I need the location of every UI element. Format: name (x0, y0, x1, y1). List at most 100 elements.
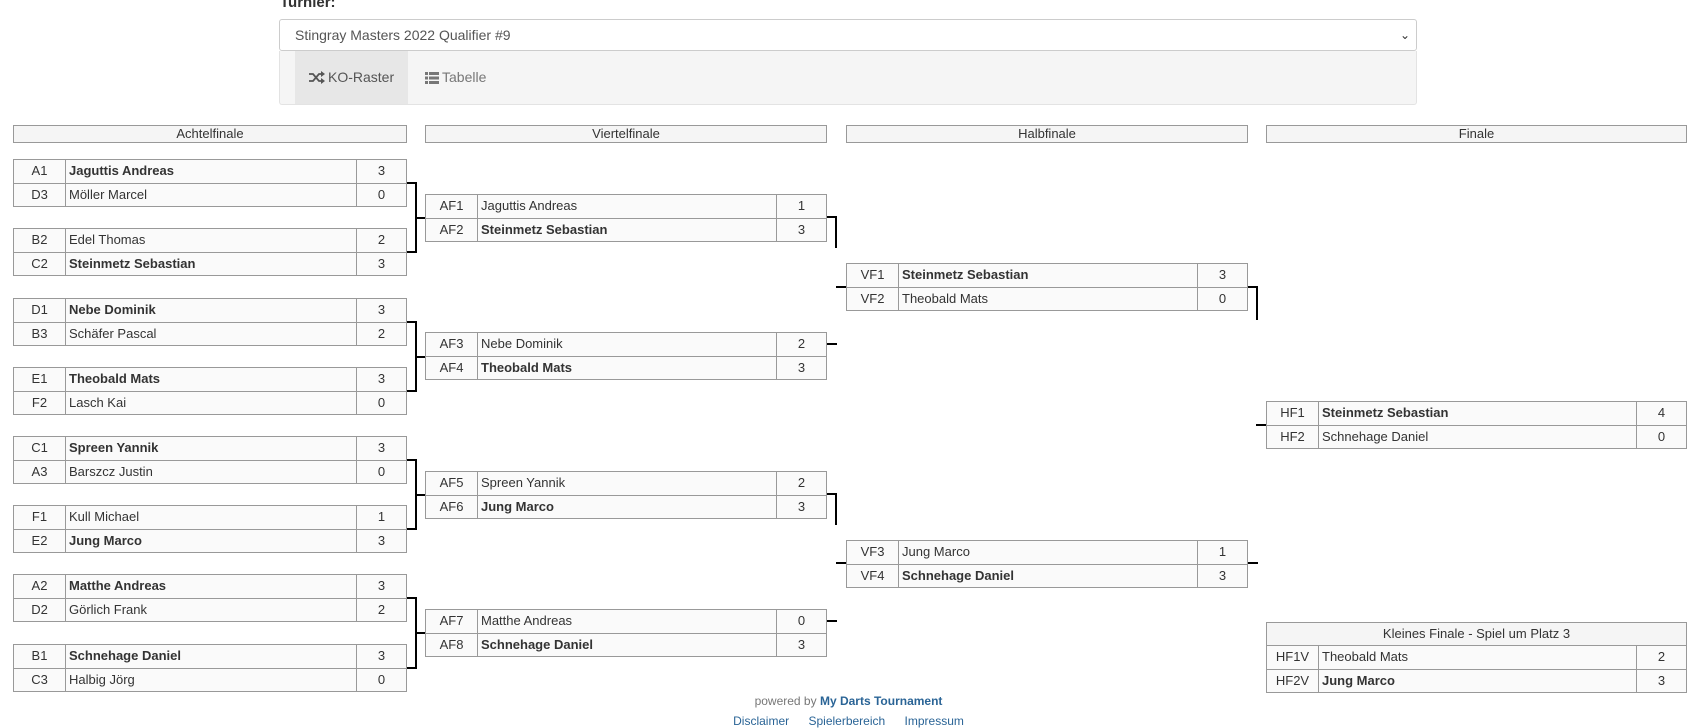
match-code: AF4 (426, 357, 478, 379)
player-score: 3 (356, 645, 406, 668)
round-header-halbfinale: Halbfinale (846, 125, 1248, 143)
footer-brand-link[interactable]: My Darts Tournament (819, 694, 943, 708)
match-code: C1 (14, 437, 66, 460)
player-name: Barszcz Justin (69, 464, 153, 479)
match-code: F1 (14, 506, 66, 529)
player-name: Theobald Mats (69, 371, 161, 386)
match-code: AF2 (426, 219, 478, 241)
bracket-connector (415, 217, 425, 219)
player-name: Schnehage Daniel (481, 637, 593, 652)
bracket-connector (827, 620, 837, 622)
player-name: Steinmetz Sebastian (481, 222, 608, 237)
bracket-connector (1248, 286, 1258, 288)
footer-links: Disclaimer Spielerbereich Impressum (0, 714, 1697, 728)
shuffle-icon (309, 71, 325, 84)
player-name: Matthe Andreas (69, 578, 167, 593)
bracket-connector (1256, 286, 1258, 320)
player-name: Jung Marco (902, 544, 970, 559)
tournament-select[interactable]: Stingray Masters 2022 Qualifier #9 ⌄ (279, 19, 1417, 51)
bracket-connector (835, 216, 837, 248)
player-score: 4 (1636, 402, 1686, 425)
player-name: Spreen Yannik (69, 440, 159, 455)
player-name: Kull Michael (69, 509, 140, 524)
match-code: B3 (14, 323, 66, 345)
player-score: 3 (356, 299, 406, 322)
view-tabs: KO-Raster Tabelle (279, 51, 1417, 105)
player-name: Theobald Mats (902, 291, 988, 306)
footer-link-disclaimer[interactable]: Disclaimer (733, 714, 790, 728)
footer-link-impressum[interactable]: Impressum (904, 714, 964, 728)
match-code: D2 (14, 599, 66, 621)
round-header-viertelfinale: Viertelfinale (425, 125, 827, 143)
player-score: 3 (1197, 565, 1247, 587)
player-score: 3 (356, 253, 406, 275)
match-code: AF5 (426, 472, 478, 495)
player-score: 2 (356, 323, 406, 345)
bracket-connector (1256, 424, 1266, 426)
player-score: 3 (776, 219, 826, 241)
player-name: Steinmetz Sebastian (902, 267, 1029, 282)
player-name: Jaguttis Andreas (69, 163, 174, 178)
match-code: F2 (14, 392, 66, 414)
player-name: Theobald Mats (481, 360, 573, 375)
player-name: Lasch Kai (69, 395, 127, 410)
bracket-connector (827, 343, 837, 345)
player-name: Halbig Jörg (69, 672, 135, 687)
bracket-connector (827, 493, 837, 495)
player-score: 0 (356, 461, 406, 483)
player-score: 3 (1197, 264, 1247, 287)
match-code: A3 (14, 461, 66, 483)
bracket-connector (407, 321, 417, 323)
bracket-connector (415, 632, 425, 634)
tab-ko-raster[interactable]: KO-Raster (295, 51, 409, 104)
player-name: Jung Marco (1322, 673, 1395, 688)
match-code: C2 (14, 253, 66, 275)
player-score: 0 (356, 184, 406, 206)
match-code: D3 (14, 184, 66, 206)
tab-tabelle[interactable]: Tabelle (411, 51, 500, 104)
player-score: 0 (1197, 288, 1247, 310)
bracket-connector (836, 562, 846, 564)
player-name: Jung Marco (69, 533, 142, 548)
match-code: HF2 (1267, 426, 1319, 448)
match-code: VF4 (847, 565, 899, 587)
player-name: Möller Marcel (69, 187, 148, 202)
footer-link-spielerbereich[interactable]: Spielerbereich (808, 714, 886, 728)
player-score: 2 (356, 229, 406, 252)
match-code: E1 (14, 368, 66, 391)
match-code: E2 (14, 530, 66, 552)
player-score: 1 (356, 506, 406, 529)
match-code: B2 (14, 229, 66, 252)
player-score: 3 (356, 160, 406, 183)
match-code: AF3 (426, 333, 478, 356)
match-code: A2 (14, 575, 66, 598)
